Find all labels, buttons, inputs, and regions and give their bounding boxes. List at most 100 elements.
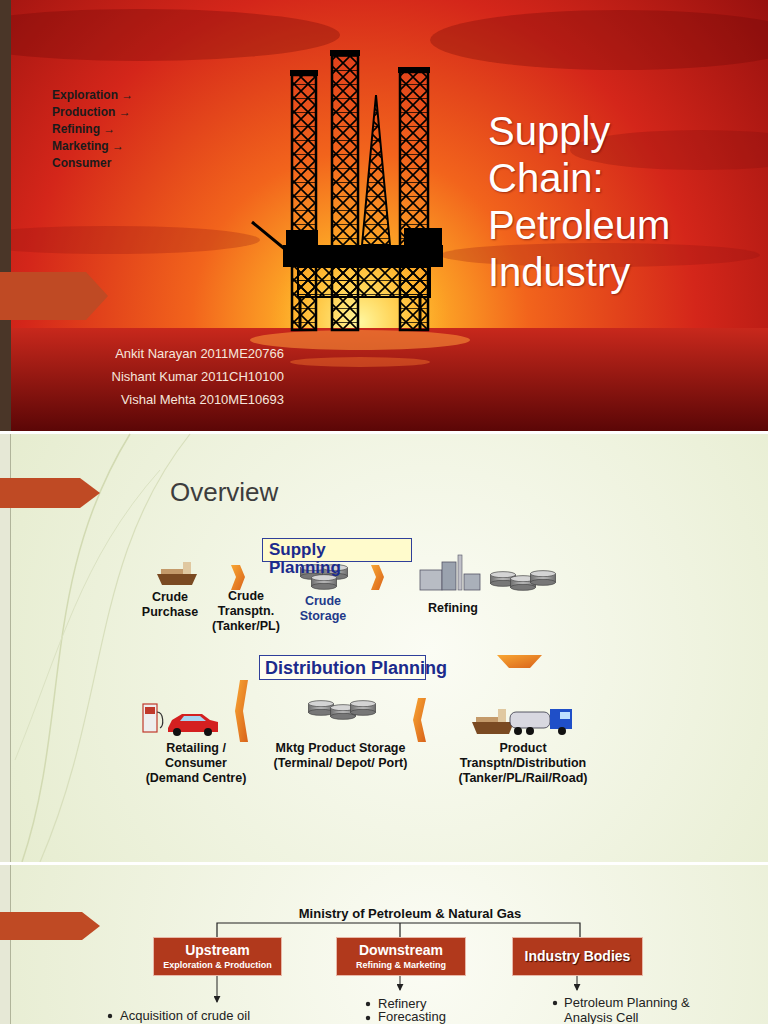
derrick: [362, 95, 390, 245]
car-window: [180, 716, 206, 721]
author-name: Ankit Narayan 2011ME20766: [40, 345, 284, 362]
storage-tank: [350, 701, 375, 716]
bullet-text: Petroleum Planning & Analysis Cell: [564, 995, 699, 1024]
org-box: DownstreamRefining & Marketing: [336, 937, 466, 976]
side-strip: [0, 0, 11, 432]
car-wheel: [173, 728, 181, 736]
ship-bridge: [183, 562, 191, 574]
storage-tank: [530, 571, 555, 586]
bullet: [108, 1014, 112, 1018]
leader-arrow: [217, 976, 218, 1002]
decor-curve: [15, 470, 160, 760]
cloud: [0, 9, 340, 61]
slide-separator: [0, 862, 768, 865]
refinery-stack: [458, 555, 462, 590]
box-title: Industry Bodies: [525, 948, 631, 965]
bullet: [553, 1001, 557, 1005]
car-wheel: [204, 728, 212, 736]
leader-arrow: [577, 976, 578, 990]
pump-display: [145, 707, 155, 714]
truck-tank: [510, 712, 550, 728]
flow-step: Consumer: [52, 155, 212, 171]
truck-wheel: [558, 727, 566, 735]
stage-label: Product Transptn/Distribution (Tanker/PL…: [455, 741, 591, 786]
box-title: Upstream: [185, 942, 250, 959]
stage-label: Crude Storage: [288, 594, 358, 624]
org-box: Industry Bodies: [512, 937, 643, 976]
refinery-building: [464, 574, 480, 590]
storage-tank: [308, 701, 333, 716]
org-bracket: [217, 923, 580, 937]
sun-reflection: [290, 357, 430, 367]
flow-step: Production →: [52, 104, 212, 120]
flow-step: Refining →: [52, 121, 212, 137]
cloud: [0, 226, 260, 254]
truck-wheel: [514, 727, 522, 735]
refinery-building: [420, 570, 442, 590]
bullet-text: Acquisition of crude oil: [120, 1008, 320, 1023]
rig-leg-cap: [290, 70, 318, 76]
author-name: Nishant Kumar 2011CH10100: [40, 368, 284, 385]
flow-arrow: [371, 565, 384, 590]
cloud: [430, 10, 768, 70]
flow-step: Marketing →: [52, 138, 212, 154]
slide-background: [0, 865, 768, 1024]
refinery-icon: [420, 555, 480, 590]
slide-background: [0, 434, 768, 862]
slide-separator: [0, 431, 768, 434]
truck-icon: [510, 709, 572, 735]
bullet-text: Refinery: [378, 996, 498, 1011]
sea: [0, 328, 768, 432]
org-heading: Ministry of Petroleum & Natural Gas: [250, 906, 570, 922]
planning-box: Distribution Planning: [259, 655, 426, 680]
rig-substructure: [298, 267, 430, 297]
pump-body: [143, 704, 157, 732]
rig-leg-cap: [330, 50, 360, 56]
box-subtitle: Refining & Marketing: [356, 959, 446, 971]
box-title: Supply Planning: [269, 541, 361, 577]
stage-label: Retailing / Consumer (Demand Centre): [140, 741, 252, 786]
rig-building: [286, 230, 318, 246]
flow-arrow: [497, 655, 542, 668]
refinery-tower: [442, 562, 456, 590]
fuel-pump-icon: [143, 704, 163, 732]
box-title: Downstream: [359, 942, 443, 959]
ship-icon: [157, 562, 197, 585]
slide-heading: Overview: [170, 476, 390, 508]
bullet-text: Forecasting: [378, 1009, 498, 1024]
bullet: [366, 1002, 370, 1006]
flow-step: Exploration →: [52, 87, 212, 103]
box-subtitle: Exploration & Production: [163, 959, 272, 971]
stage-label: Crude Transptn. (Tanker/PL): [203, 589, 289, 634]
slide-tab: [0, 478, 100, 508]
flow-arrow: [231, 565, 245, 590]
car-icon: [168, 714, 218, 736]
pump-hose: [157, 712, 163, 728]
leader-arrow: [400, 976, 401, 990]
ship-hull: [157, 574, 197, 585]
rig-deck: [283, 245, 443, 267]
author-name: Vishal Mehta 2010ME10693: [40, 391, 284, 408]
ship-icon: [472, 709, 514, 734]
slide-tab: [0, 912, 100, 940]
ship-bridge: [498, 709, 506, 722]
flow-arrow: [235, 680, 248, 742]
rig-crane: [252, 222, 420, 330]
ship-hull: [472, 722, 514, 734]
flow-arrow: [413, 698, 426, 742]
stage-label: Refining: [428, 601, 498, 616]
side-strip: [0, 865, 10, 1024]
slide-tab: [0, 272, 108, 320]
slide-title: Supply Chain: Petroleum Industry: [488, 108, 703, 296]
planning-box: Supply Planning: [262, 538, 412, 562]
box-title: Distribution Planning: [265, 658, 447, 678]
stage-label: Crude Purchase: [130, 590, 210, 620]
rig-building: [404, 228, 442, 246]
stage-label: Mktg Product Storage (Terminal/ Depot/ P…: [268, 741, 413, 771]
rig-leg-cap: [398, 67, 430, 73]
truck-window: [560, 712, 570, 719]
org-box: UpstreamExploration & Production: [153, 937, 282, 976]
bullet: [366, 1016, 370, 1020]
